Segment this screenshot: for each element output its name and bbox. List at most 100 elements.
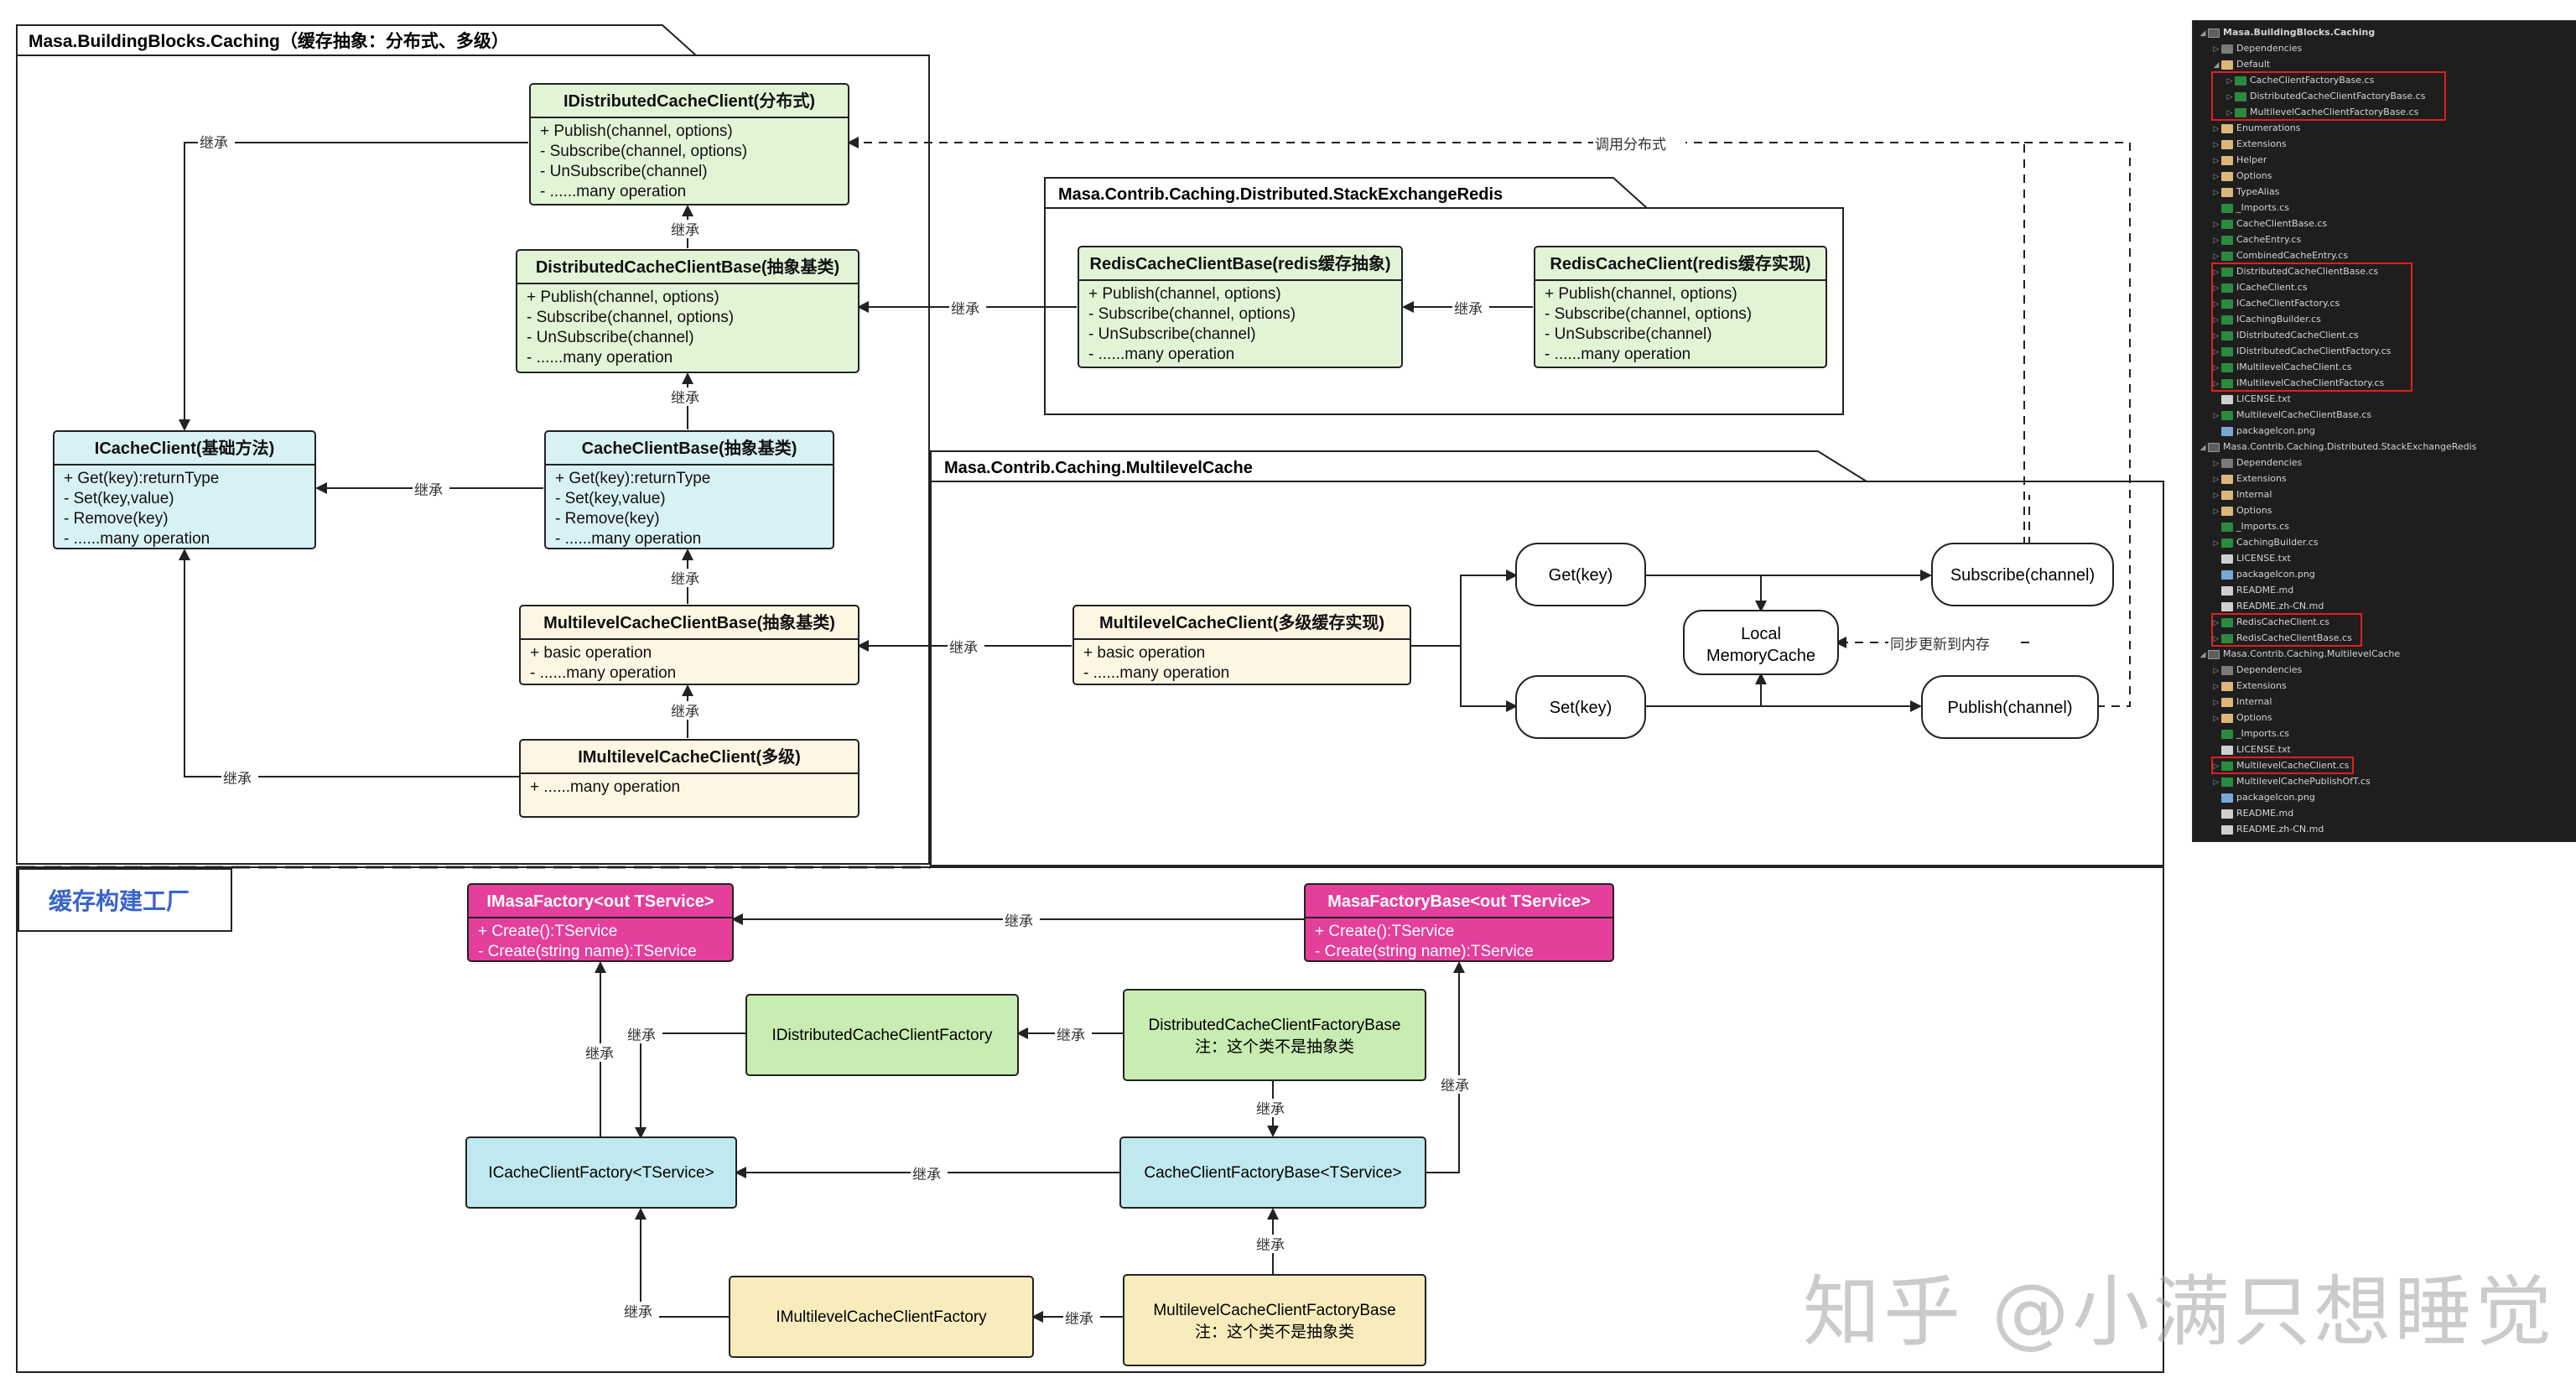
tree-item-label: RedisCacheClientBase.cs bbox=[2236, 632, 2352, 643]
expand-arrow-icon[interactable]: ▷ bbox=[2213, 221, 2220, 229]
expand-arrow-icon[interactable]: ◢ bbox=[2199, 651, 2206, 659]
expand-arrow-icon[interactable]: ▷ bbox=[2213, 252, 2220, 261]
expand-arrow-icon[interactable]: ▷ bbox=[2213, 491, 2220, 500]
expand-arrow-icon[interactable]: ▷ bbox=[2213, 237, 2220, 245]
expand-arrow-icon[interactable]: ▷ bbox=[2213, 715, 2220, 723]
expand-arrow-icon[interactable]: ▷ bbox=[2213, 683, 2220, 691]
expand-arrow-icon[interactable]: ◢ bbox=[2199, 444, 2206, 452]
tree-item-label: LICENSE.txt bbox=[2236, 553, 2291, 564]
tree-item[interactable]: ▷Dependencies bbox=[2193, 40, 2303, 56]
expand-arrow-icon[interactable]: ▷ bbox=[2226, 109, 2233, 117]
tree-item[interactable]: LICENSE.txt bbox=[2193, 550, 2291, 566]
tree-item[interactable]: ▷IMultilevelCacheClientFactory.cs bbox=[2193, 375, 2385, 391]
tree-item[interactable]: ▷CachingBuilder.cs bbox=[2193, 534, 2319, 550]
tree-item[interactable]: ▷Internal bbox=[2193, 486, 2272, 502]
tree-item[interactable]: _Imports.cs bbox=[2193, 200, 2289, 216]
tree-item[interactable]: ▷ICacheClientFactory.cs bbox=[2193, 295, 2340, 311]
expand-arrow-icon[interactable]: ▷ bbox=[2213, 539, 2220, 548]
tree-item[interactable]: ▷Extensions bbox=[2193, 136, 2287, 152]
tree-item[interactable]: ▷CombinedCacheEntry.cs bbox=[2193, 247, 2349, 263]
expand-arrow-icon[interactable]: ▷ bbox=[2213, 189, 2220, 197]
tree-item[interactable]: ◢Masa.Contrib.Caching.MultilevelCache bbox=[2193, 646, 2401, 662]
package-redis-title: Masa.Contrib.Caching.Distributed.StackEx… bbox=[1058, 185, 1503, 204]
expand-arrow-icon[interactable]: ▷ bbox=[2213, 619, 2220, 627]
tree-item[interactable]: ▷ RedisCacheClientBase.cs bbox=[2193, 630, 2352, 646]
expand-arrow-icon[interactable]: ▷ bbox=[2213, 45, 2220, 54]
folder-icon bbox=[2221, 681, 2233, 691]
expand-arrow-icon[interactable]: ▷ bbox=[2213, 141, 2220, 149]
tree-item[interactable]: ▷Options bbox=[2193, 502, 2272, 518]
tree-item[interactable]: ▷CacheClientBase.cs bbox=[2193, 216, 2328, 231]
tree-item[interactable]: LICENSE.txt bbox=[2193, 741, 2291, 757]
tree-item[interactable]: ▷MultilevelCacheClient.cs bbox=[2193, 757, 2350, 773]
expand-arrow-icon[interactable]: ▷ bbox=[2213, 412, 2220, 420]
tree-item[interactable]: packageIcon.png bbox=[2193, 789, 2315, 805]
expand-arrow-icon[interactable]: ◢ bbox=[2199, 29, 2206, 38]
tree-item[interactable]: ▷DistributedCacheClientFactoryBase.cs bbox=[2193, 88, 2426, 104]
expand-arrow-icon[interactable]: ▷ bbox=[2213, 476, 2220, 484]
tree-item[interactable]: ▷CacheClientFactoryBase.cs bbox=[2193, 72, 2375, 88]
tree-item[interactable]: ◢Default bbox=[2193, 56, 2271, 72]
expand-arrow-icon[interactable]: ▷ bbox=[2213, 300, 2220, 309]
expand-arrow-icon[interactable]: ▷ bbox=[2213, 348, 2220, 356]
tree-item[interactable]: README.zh-CN.md bbox=[2193, 598, 2324, 614]
tree-item-label: Options bbox=[2236, 170, 2272, 181]
tree-item[interactable]: ▷Options bbox=[2193, 710, 2272, 726]
expand-arrow-icon[interactable]: ◢ bbox=[2213, 61, 2220, 70]
tree-item[interactable]: _Imports.cs bbox=[2193, 518, 2289, 534]
class-title: RedisCacheClientBase(redis缓存抽象) bbox=[1090, 253, 1391, 273]
tree-item[interactable]: ▷ICacheClient.cs bbox=[2193, 279, 2308, 295]
tree-item[interactable]: ▷IDistributedCacheClient.cs bbox=[2193, 327, 2359, 343]
tree-item[interactable]: ▷MultilevelCachePublishOfT.cs bbox=[2193, 773, 2371, 789]
expand-arrow-icon[interactable]: ▷ bbox=[2213, 332, 2220, 341]
tree-item[interactable]: ▷IMultilevelCacheClient.cs bbox=[2193, 359, 2352, 375]
tree-item[interactable]: ▷Internal bbox=[2193, 694, 2272, 710]
expand-arrow-icon[interactable]: ▷ bbox=[2226, 93, 2233, 101]
tree-item[interactable]: ▷Extensions bbox=[2193, 471, 2287, 486]
tree-item[interactable]: ▷IDistributedCacheClientFactory.cs bbox=[2193, 343, 2392, 359]
class-member: - ......many operation bbox=[1083, 664, 1229, 682]
tree-item[interactable]: ▷TypeAlias bbox=[2193, 184, 2280, 200]
tree-item[interactable]: LICENSE.txt bbox=[2193, 391, 2291, 407]
tree-item[interactable]: packageIcon.png bbox=[2193, 423, 2315, 439]
expand-arrow-icon[interactable]: ▷ bbox=[2213, 125, 2220, 133]
tree-item[interactable]: packageIcon.png bbox=[2193, 566, 2315, 582]
tree-item[interactable]: _Imports.cs bbox=[2193, 726, 2289, 741]
tree-item[interactable]: ▷Enumerations bbox=[2193, 120, 2301, 136]
expand-arrow-icon[interactable]: ▷ bbox=[2213, 507, 2220, 516]
tree-item[interactable]: ▷Helper bbox=[2193, 152, 2267, 168]
expand-arrow-icon[interactable]: ▷ bbox=[2213, 635, 2220, 643]
highlight-box bbox=[2211, 757, 2354, 774]
expand-arrow-icon[interactable]: ▷ bbox=[2213, 778, 2220, 787]
tree-item[interactable]: ▷RedisCacheClient.cs bbox=[2193, 614, 2329, 630]
expand-arrow-icon[interactable]: ▷ bbox=[2213, 762, 2220, 771]
tree-item[interactable]: README.zh-CN.md bbox=[2193, 821, 2324, 837]
expand-arrow-icon[interactable]: ▷ bbox=[2213, 157, 2220, 165]
tree-item[interactable]: ▷MultilevelCacheClientBase.cs bbox=[2193, 407, 2372, 423]
expand-arrow-icon[interactable]: ▷ bbox=[2213, 460, 2220, 468]
tree-item[interactable]: ▷CacheEntry.cs bbox=[2193, 231, 2302, 247]
expand-arrow-icon[interactable]: ▷ bbox=[2213, 268, 2220, 277]
expand-arrow-icon[interactable]: ▷ bbox=[2213, 173, 2220, 181]
tree-item[interactable]: ▷ICachingBuilder.cs bbox=[2193, 311, 2321, 327]
tree-item[interactable]: ▷Dependencies bbox=[2193, 662, 2303, 678]
tree-item[interactable]: ◢Masa.Contrib.Caching.Distributed.StackE… bbox=[2193, 439, 2477, 455]
node-imultilevel-factory bbox=[729, 1276, 1034, 1358]
tree-item[interactable]: README.md bbox=[2193, 582, 2293, 598]
expand-arrow-icon[interactable]: ▷ bbox=[2213, 316, 2220, 325]
expand-arrow-icon[interactable]: ▷ bbox=[2226, 77, 2233, 86]
tree-item[interactable]: ▷MultilevelCacheClientFactoryBase.cs bbox=[2193, 104, 2419, 120]
class-member: + ......many operation bbox=[530, 778, 680, 796]
expand-arrow-icon[interactable]: ▷ bbox=[2213, 667, 2220, 675]
tree-item[interactable]: ▷ Options bbox=[2193, 168, 2272, 184]
expand-arrow-icon[interactable]: ▷ bbox=[2213, 699, 2220, 707]
tree-item[interactable]: ▷Dependencies bbox=[2193, 455, 2303, 471]
tree-item[interactable]: ◢Masa.BuildingBlocks.Caching bbox=[2193, 24, 2376, 40]
tree-item[interactable]: ▷DistributedCacheClientBase.cs bbox=[2193, 263, 2379, 279]
tree-item-label: _Imports.cs bbox=[2236, 521, 2290, 532]
tree-item[interactable]: ▷Extensions bbox=[2193, 678, 2287, 694]
expand-arrow-icon[interactable]: ▷ bbox=[2213, 364, 2220, 372]
tree-item[interactable]: README.md bbox=[2193, 805, 2293, 821]
expand-arrow-icon[interactable]: ▷ bbox=[2213, 380, 2220, 388]
expand-arrow-icon[interactable]: ▷ bbox=[2213, 284, 2220, 293]
